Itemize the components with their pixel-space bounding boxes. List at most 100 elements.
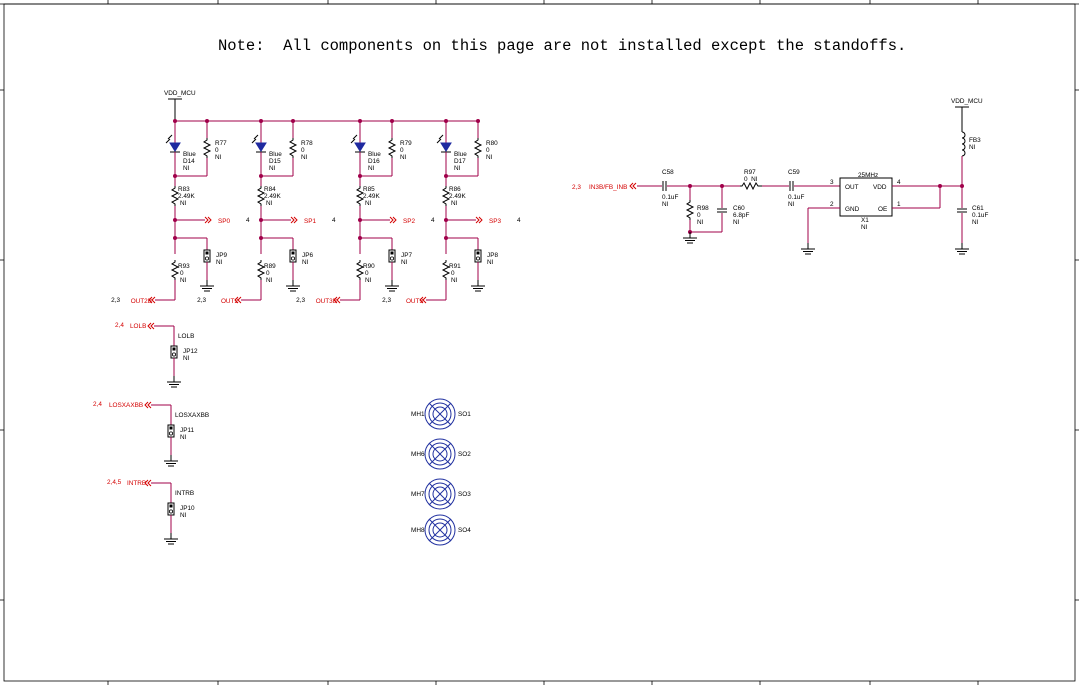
chevron [147, 322, 155, 330]
c61-capacitor [957, 208, 967, 213]
mounting-hole-mid [428, 482, 452, 506]
so-ref: SO3 [458, 491, 471, 498]
x1-ni: NI [861, 224, 868, 231]
jumper-ground [384, 279, 400, 292]
led-color: Blue [183, 151, 196, 158]
jumper-ni: NI [302, 259, 309, 266]
out-page-ref: 2,3 [296, 297, 305, 304]
r-mid-ref: R86 [449, 186, 461, 193]
x1-pin-oe: OE [878, 206, 887, 213]
r-top-ref: R79 [400, 140, 412, 147]
jumper-1 [289, 249, 297, 263]
r-bot-ni: NI [451, 277, 458, 284]
r98-ni: NI [697, 219, 704, 226]
r-top-ref: R77 [215, 140, 227, 147]
r-top-value: 0 [215, 147, 219, 154]
junction [444, 174, 448, 178]
led-color: Blue [269, 151, 282, 158]
mh-ref: MH8 [411, 527, 425, 534]
jumper-ni: NI [401, 259, 408, 266]
vdd-mcu-rail: VDD_MCU [164, 90, 480, 122]
c60-capacitor [717, 208, 727, 213]
x1-pin-gnd: GND [845, 206, 860, 213]
led-color: Blue [454, 151, 467, 158]
c61-ni: NI [972, 219, 979, 226]
sp-page-ref: 4 [332, 217, 336, 224]
r-top-ni: NI [486, 154, 493, 161]
net-page-ref: 2,4 [93, 401, 102, 408]
local-net-label: INTRB [175, 490, 194, 497]
jumper-ground [163, 454, 179, 467]
mounting-hole-mid [428, 442, 452, 466]
jumper-ref: JP9 [216, 252, 227, 259]
c61-ref: C61 [972, 205, 984, 212]
out-net-label: OUT2B [131, 298, 152, 305]
r-bot-ref: R90 [363, 263, 375, 270]
sp-page-ref: 4 [246, 217, 250, 224]
net-page-ref: 2,4 [115, 322, 124, 329]
local-net-label: LOLB [178, 333, 194, 340]
mounting-hole-inner [432, 486, 448, 502]
r-bot-value: 0 [451, 270, 455, 277]
x1-ref: X1 [861, 217, 869, 224]
x1-pin-out: OUT [845, 184, 859, 191]
mounting-hole-inner [432, 522, 448, 538]
r-top-ni: NI [215, 154, 222, 161]
out-page-ref: 2,3 [382, 297, 391, 304]
jumper-JP10 [167, 502, 175, 516]
led-ref: D15 [269, 158, 281, 165]
so-ref: SO1 [458, 411, 471, 418]
r-mid-ni: NI [365, 200, 372, 207]
r-top-value: 0 [400, 147, 404, 154]
c60-ref: C60 [733, 205, 745, 212]
r-mid-ref: R85 [363, 186, 375, 193]
out-page-ref: 2,3 [111, 297, 120, 304]
mounting-hole-mid [428, 518, 452, 542]
sp-offpage-connector [475, 216, 483, 224]
x1-frequency: 25MHz [858, 172, 878, 179]
r-top-value: 0 [301, 147, 305, 154]
c58-value: 0.1uF [662, 194, 678, 201]
r-bot-ref: R93 [178, 263, 190, 270]
r-mid-ref: R84 [264, 186, 276, 193]
jumper-ground [166, 375, 182, 388]
local-net-label: LOSXAXBB [175, 412, 209, 419]
led-color: Blue [368, 151, 381, 158]
jumper-ref: JP11 [180, 427, 195, 434]
r-bot-ni: NI [266, 277, 273, 284]
mounting-hole-outer [424, 438, 456, 470]
r-bot-ni: NI [365, 277, 372, 284]
net-label: INTRB [127, 480, 146, 487]
r-top-ref: R78 [301, 140, 313, 147]
osc-in-page-ref: 2,3 [572, 184, 581, 191]
net-offpage-connector [147, 322, 155, 330]
r-mid-ni: NI [266, 200, 273, 207]
led-diode-3 [440, 142, 452, 152]
r-bot-ref: R91 [449, 263, 461, 270]
junction [173, 174, 177, 178]
x1-pin4-number: 4 [897, 179, 901, 186]
osc-ground-1 [682, 231, 698, 244]
sp-offpage-connector [290, 216, 298, 224]
out-net-label: OUT3 [406, 298, 423, 305]
r-top-resistor-1 [289, 137, 297, 159]
page-note: Note: All components on this page are no… [218, 37, 906, 55]
x1-pin1-number: 1 [897, 201, 901, 208]
out-net-label: OUT2 [221, 298, 238, 305]
led-diode-1 [255, 142, 267, 152]
sp-net-label: SP0 [218, 218, 231, 225]
r98-ref: R98 [697, 205, 709, 212]
jumper-ni: NI [180, 512, 187, 519]
mounting-hole-outer [424, 478, 456, 510]
net-label: LOSXAXBB [109, 402, 143, 409]
sp-page-ref: 4 [517, 217, 521, 224]
led-ref: D17 [454, 158, 466, 165]
jumper-JP12 [170, 345, 178, 359]
led-ni: NI [368, 165, 375, 172]
c60-ni: NI [733, 219, 740, 226]
